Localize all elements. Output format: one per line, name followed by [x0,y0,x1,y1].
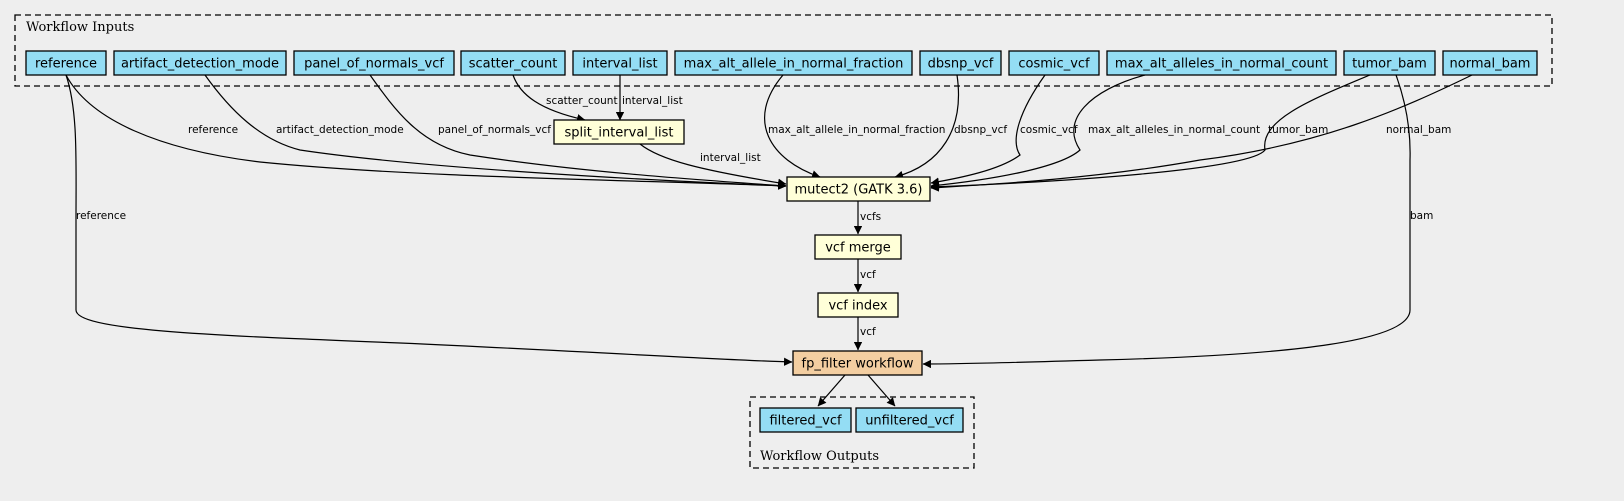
step-node-mutect2[interactable]: mutect2 (GATK 3.6) [786,176,931,202]
edge-panel-of-normals-vcf-to-mutect2 [369,74,787,190]
edge-label: max_alt_alleles_in_normal_count [1088,124,1260,136]
edge-scatter-count-to-split-interval-list [512,74,586,123]
inputs-cluster [14,14,1553,87]
node-label: vcf index [828,299,887,314]
edge-label: interval_list [700,152,761,164]
edge-fp-filter-to-filtered-vcf [817,374,846,407]
edge-max-alt-allele-in-normal-fraction-to-mutect2 [764,74,821,179]
outputs-cluster [749,396,975,469]
node-box [1106,50,1337,76]
edge-label: vcf [860,269,876,281]
edge-artifact-detection-mode-to-mutect2 [204,74,787,190]
input-node-dbsnp-vcf[interactable]: dbsnp_vcf [919,50,1002,76]
node-label: cosmic_vcf [1018,57,1090,72]
edge-label: dbsnp_vcf [954,124,1007,136]
subworkflow-node-fp-filter[interactable]: fp_filter workflow [792,350,923,376]
input-node-artifact-detection-mode[interactable]: artifact_detection_mode [113,50,287,76]
edge-label: normal_bam [1386,124,1451,136]
input-node-scatter-count[interactable]: scatter_count [460,50,566,76]
input-node-tumor-bam[interactable]: tumor_bam [1343,50,1436,76]
edge-cosmic-vcf-to-mutect2 [930,74,1046,186]
inputs-cluster-label: Workflow Inputs [26,20,134,35]
node-label: unfiltered_vcf [865,414,954,429]
node-box [855,407,964,433]
edge-label: artifact_detection_mode [276,124,404,136]
node-box [674,50,913,76]
edge-label: reference [188,124,238,136]
edge-label: cosmic_vcf [1020,124,1078,136]
outputs-cluster-label: Workflow Outputs [760,449,879,464]
node-label: max_alt_allele_in_normal_fraction [684,57,904,72]
edge-dbsnp-vcf-to-mutect2 [894,74,959,179]
node-box [786,176,931,202]
edge-max-alt-alleles-in-normal-count-to-mutect2 [930,74,1146,190]
input-node-cosmic-vcf[interactable]: cosmic_vcf [1008,50,1100,76]
edge-reference-to-fp-filter [65,74,793,366]
node-box [460,50,566,76]
edge-label: max_alt_allele_in_normal_fraction [768,124,945,136]
edge-label: bam [1410,210,1433,222]
node-box [1442,50,1538,76]
node-label: artifact_detection_mode [121,57,279,72]
output-node-filtered-vcf[interactable]: filtered_vcf [759,407,852,433]
node-label: interval_list [582,57,657,72]
input-node-panel-of-normals-vcf[interactable]: panel_of_normals_vcf [293,50,455,76]
node-box [553,119,685,145]
node-label: split_interval_list [564,126,673,141]
node-label: panel_of_normals_vcf [304,57,444,72]
input-node-normal-bam[interactable]: normal_bam [1442,50,1538,76]
edge-tumor-bam-to-mutect2 [930,74,1371,191]
node-label: reference [35,57,97,72]
input-node-interval-list[interactable]: interval_list [572,50,668,76]
node-label: mutect2 (GATK 3.6) [794,183,922,198]
edge-reference-to-mutect2 [65,74,787,190]
edge-label: reference [76,210,126,222]
edge-label: scatter_count [546,95,618,107]
node-label: max_alt_alleles_in_normal_count [1115,57,1328,72]
node-box [1343,50,1436,76]
node-box [792,350,923,376]
node-box [293,50,455,76]
node-box [113,50,287,76]
edge-label: vcf [860,326,876,338]
edge-label: panel_of_normals_vcf [438,124,551,136]
node-box [572,50,668,76]
input-node-max-alt-alleles-in-normal-count[interactable]: max_alt_alleles_in_normal_count [1106,50,1337,76]
node-label: fp_filter workflow [802,357,914,372]
node-label: dbsnp_vcf [928,57,994,72]
edge-label: interval_list [622,95,683,107]
node-box [817,292,899,318]
edge-fp-filter-to-unfiltered-vcf [867,374,896,407]
input-node-max-alt-allele-in-normal-fraction[interactable]: max_alt_allele_in_normal_fraction [674,50,913,76]
edge-label: vcfs [860,211,881,223]
edge-label: tumor_bam [1268,124,1328,136]
step-node-vcf-merge[interactable]: vcf merge [814,234,902,260]
edge-tumor-bam-to-fp-filter [922,74,1411,369]
node-box [25,50,107,76]
input-node-reference[interactable]: reference [25,50,107,76]
step-node-vcf-index[interactable]: vcf index [817,292,899,318]
node-box [814,234,902,260]
node-box [919,50,1002,76]
step-node-split-interval-list[interactable]: split_interval_list [553,119,685,145]
edge-normal-bam-to-mutect2 [930,74,1473,192]
node-label: vcf merge [825,241,891,256]
node-label: filtered_vcf [769,414,842,429]
edge-split-interval-list-to-mutect2 [639,143,787,187]
node-label: scatter_count [469,57,558,72]
node-box [1008,50,1100,76]
node-label: tumor_bam [1352,57,1427,72]
node-box [759,407,852,433]
node-label: normal_bam [1450,57,1531,72]
output-node-unfiltered-vcf[interactable]: unfiltered_vcf [855,407,964,433]
